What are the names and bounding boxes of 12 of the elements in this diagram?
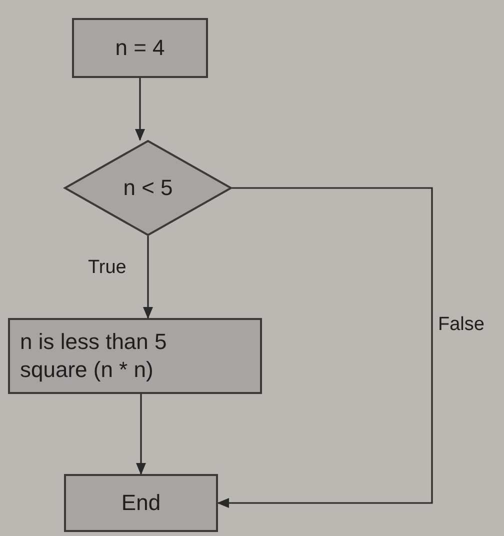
arrow [136,394,146,475]
step-text: n is less than 5 [20,328,167,356]
process-box [64,474,218,532]
arrow [135,78,145,141]
condition-text: n < 5 [123,174,173,202]
arrow [143,236,153,319]
step-text: square (n * n) [20,356,154,384]
step-text: End [121,489,161,517]
step-text: n = 4 [115,34,165,62]
process-box [8,318,262,394]
process-box [72,18,208,78]
arrow [217,187,433,508]
